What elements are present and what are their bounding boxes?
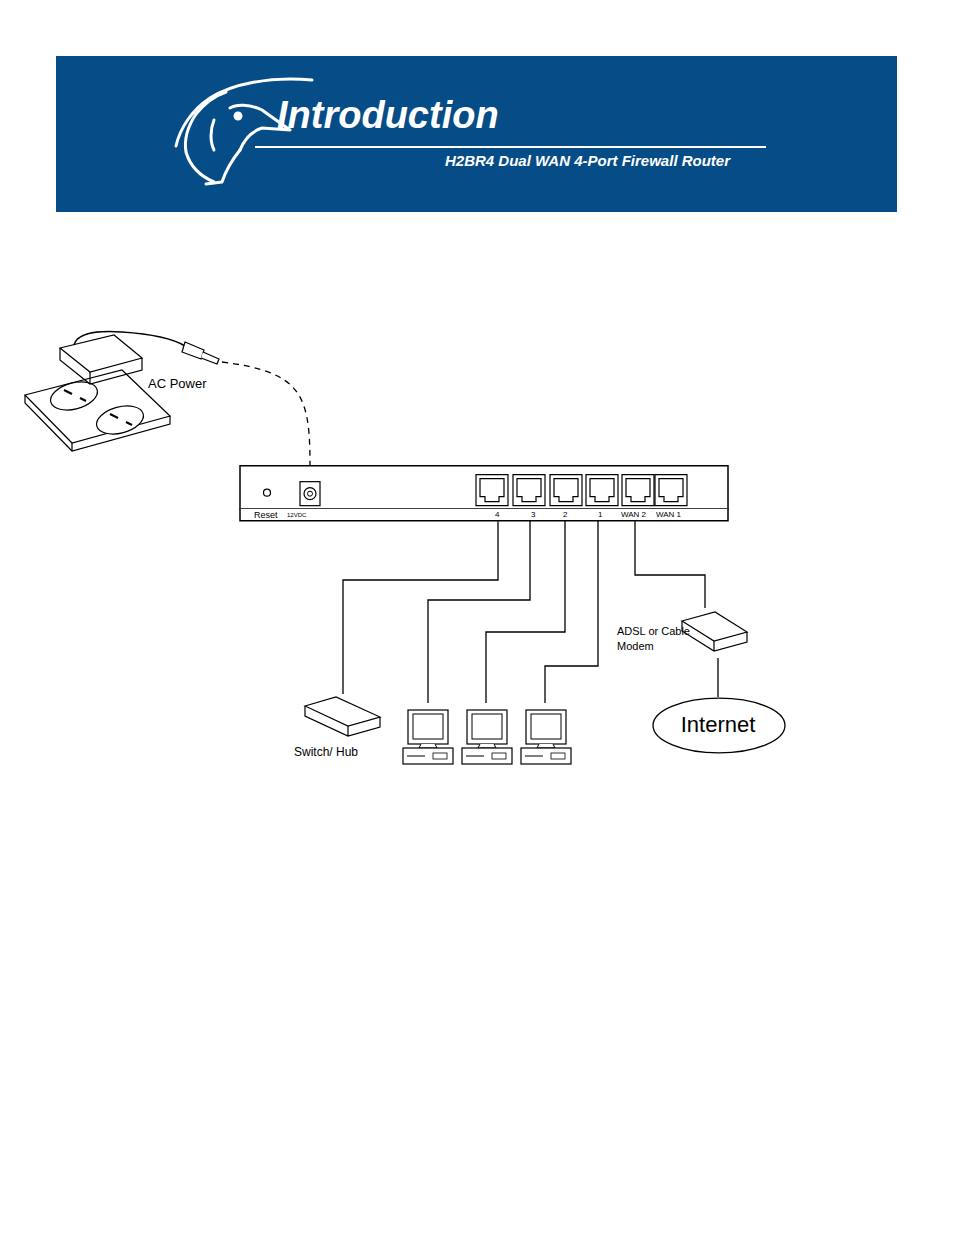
- header-banner: IntroductionH2BR4 Dual WAN 4-Port Firewa…: [56, 56, 897, 212]
- ac-power-adapter: AC Power: [22, 328, 222, 445]
- port-label: 4: [495, 510, 499, 519]
- computers: [403, 710, 571, 764]
- internet-cloud: Internet: [652, 697, 786, 754]
- node-label: ADSL or Cable Modem: [617, 624, 695, 654]
- logo: [176, 79, 312, 184]
- port-label: Reset: [254, 510, 278, 520]
- node-label: Switch/ Hub: [294, 746, 358, 760]
- page-title: Introduction: [277, 94, 499, 138]
- node-label: AC Power: [148, 377, 207, 392]
- port-label: 1: [598, 510, 602, 519]
- title-rule: [255, 146, 766, 148]
- lan-wires: [428, 520, 598, 703]
- port-label: WAN 2: [621, 510, 646, 519]
- network-cable: [717, 658, 718, 697]
- node-label: Internet: [652, 697, 784, 753]
- port-label: 2: [563, 510, 567, 519]
- switch-hub: Switch/ Hub: [290, 694, 385, 764]
- power-cable: [222, 362, 310, 465]
- subtitle: H2BR4 Dual WAN 4-Port Firewall Router: [445, 152, 730, 169]
- port-label: 3: [531, 510, 535, 519]
- network-cable: [343, 521, 498, 694]
- modem: ADSL or Cable Modem: [615, 608, 750, 658]
- router-back-panel: Reset 12VDC 4 3 2 1 WAN 2 WAN 1: [240, 465, 728, 521]
- port-label: 12VDC: [287, 512, 306, 519]
- router-back-panel-shape: [240, 465, 728, 521]
- port-label: WAN 1: [656, 510, 681, 519]
- network-cable: [635, 521, 705, 608]
